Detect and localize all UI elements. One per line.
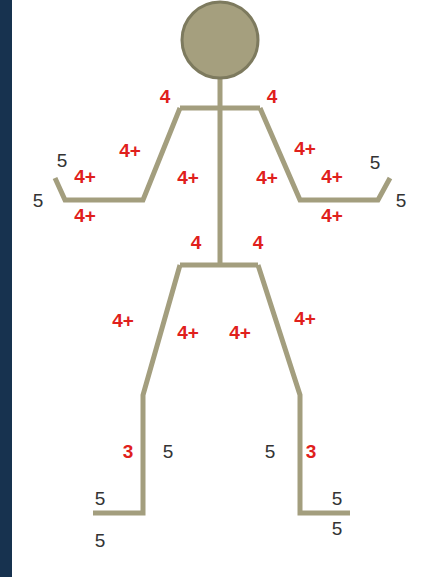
strength-grade: 4	[191, 233, 202, 252]
left-leg	[93, 265, 180, 513]
strength-grade: 3	[306, 442, 317, 461]
strength-grade: 4	[267, 87, 278, 106]
strength-grade: 4+	[74, 206, 96, 225]
strength-grade: 4+	[177, 168, 199, 187]
shoulders	[180, 106, 260, 111]
strength-grade: 4+	[112, 311, 134, 330]
strength-grade: 4+	[229, 323, 251, 342]
strength-grade: 4+	[321, 206, 343, 225]
strength-grade: 4+	[256, 168, 278, 187]
strength-grade: 3	[123, 442, 134, 461]
right-leg	[258, 265, 350, 513]
strength-grade: 5	[163, 442, 174, 461]
hips	[180, 263, 258, 268]
strength-grade: 5	[265, 442, 276, 461]
head	[182, 2, 258, 78]
strength-grade: 5	[95, 531, 106, 550]
strength-grade: 4+	[321, 167, 343, 186]
strength-grade: 5	[33, 191, 44, 210]
right-arm	[260, 108, 390, 200]
strength-grade: 4+	[74, 167, 96, 186]
strength-grade: 4+	[119, 141, 141, 160]
strength-grade: 4+	[294, 309, 316, 328]
strength-grade: 4+	[177, 323, 199, 342]
left-arm	[55, 108, 180, 200]
strength-grade: 5	[332, 519, 343, 538]
strength-grade: 5	[396, 191, 407, 210]
strength-grade: 4	[253, 233, 264, 252]
strength-grade: 5	[95, 489, 106, 508]
strength-grade: 5	[57, 151, 68, 170]
side-band	[0, 0, 12, 577]
strength-grade: 4+	[294, 139, 316, 158]
strength-grade: 5	[332, 489, 343, 508]
strength-grade: 5	[370, 153, 381, 172]
strength-grade: 4	[160, 87, 171, 106]
